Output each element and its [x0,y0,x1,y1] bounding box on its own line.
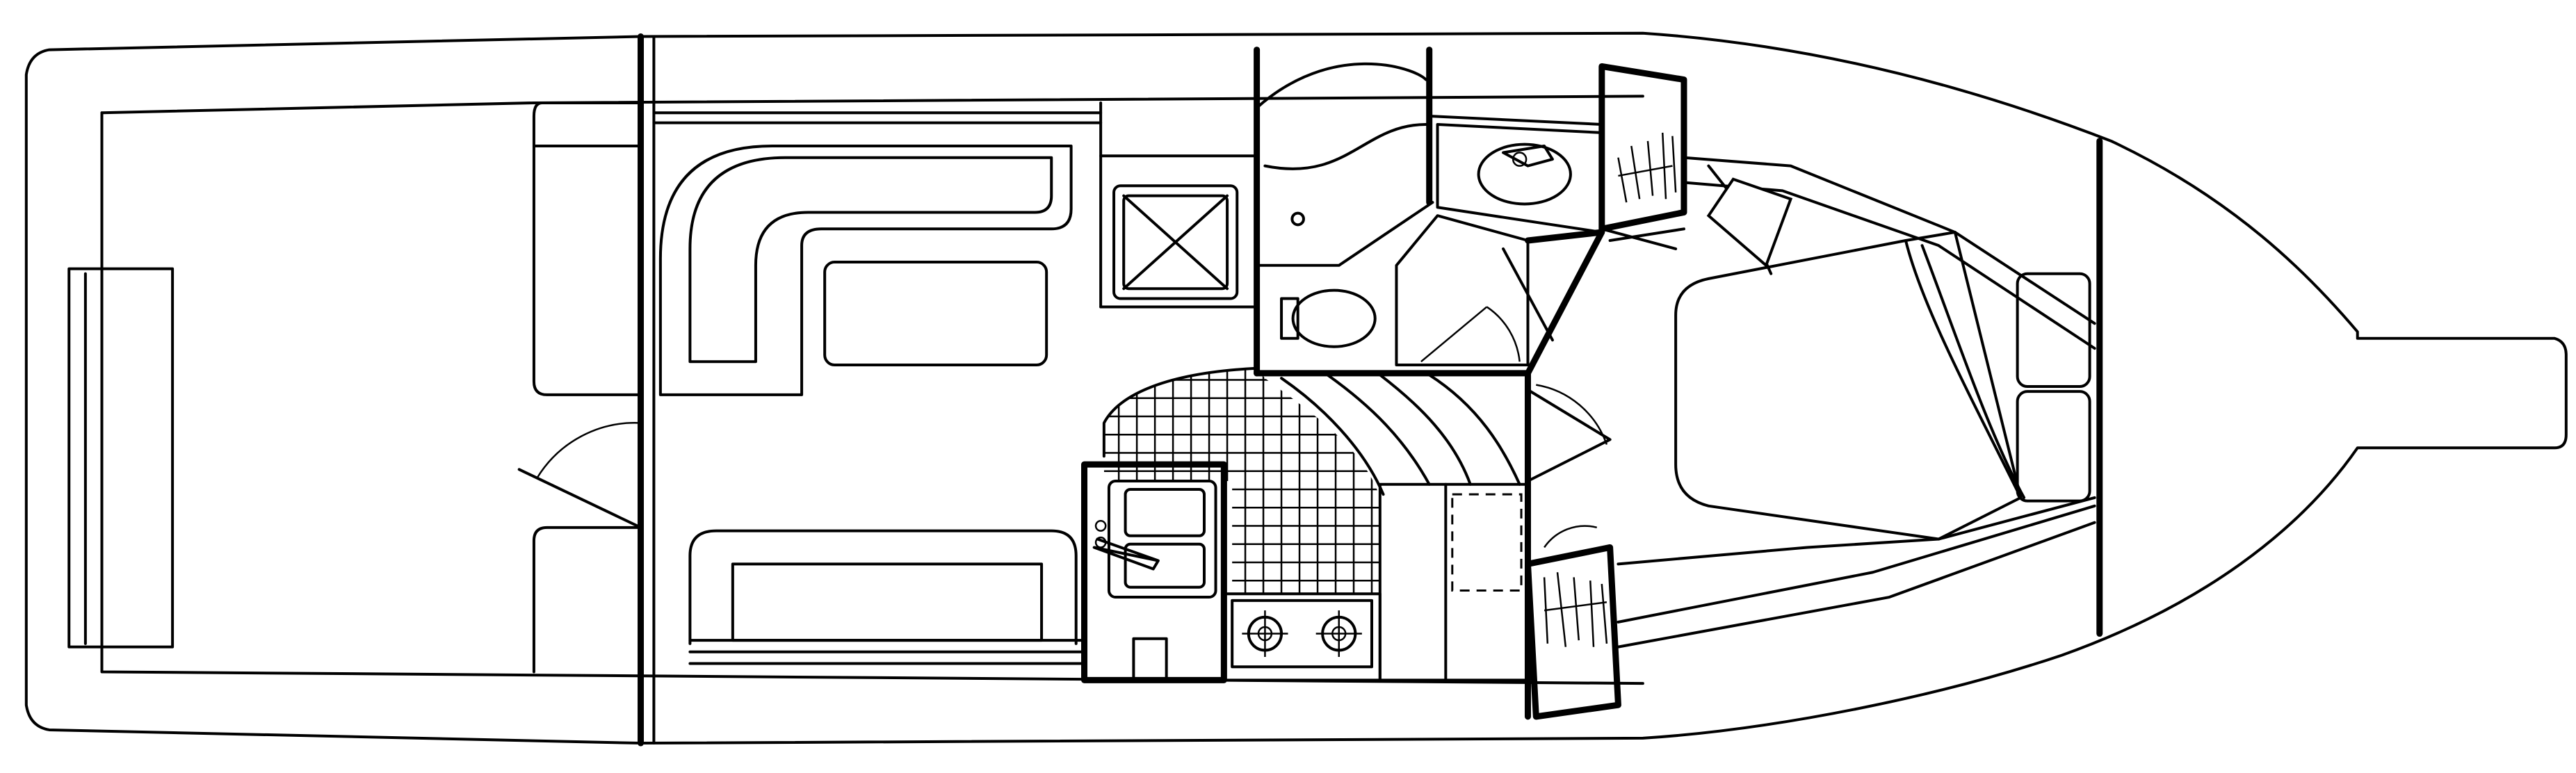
hanging-locker-upper [1602,66,1684,229]
hull-outline [26,33,2566,743]
cockpit-seat-lower [534,528,641,672]
galley-sole-grid [1097,357,1380,594]
galley-counter [1380,485,1528,681]
cabin-side-lines [1429,116,1684,249]
companionway [1503,232,1610,717]
head-sink [1438,124,1602,232]
cockpit-seat-upper [534,103,641,395]
galley-cabinet [1101,103,1256,307]
companion-steps [1281,375,1520,494]
salon-settee [661,146,1071,395]
galley-sink [1085,464,1224,680]
v-berth [1618,158,2094,647]
salon-lower-settee [690,531,1084,664]
cockpit-bulkhead [641,36,1101,743]
burner-right-icon [1316,610,1362,657]
cockpit-door-swing [519,423,641,528]
burner-left-icon [1242,610,1288,657]
galley-stove [1224,594,1379,680]
hanging-locker-lower [1528,526,1618,717]
head-compartment [1257,50,1528,373]
